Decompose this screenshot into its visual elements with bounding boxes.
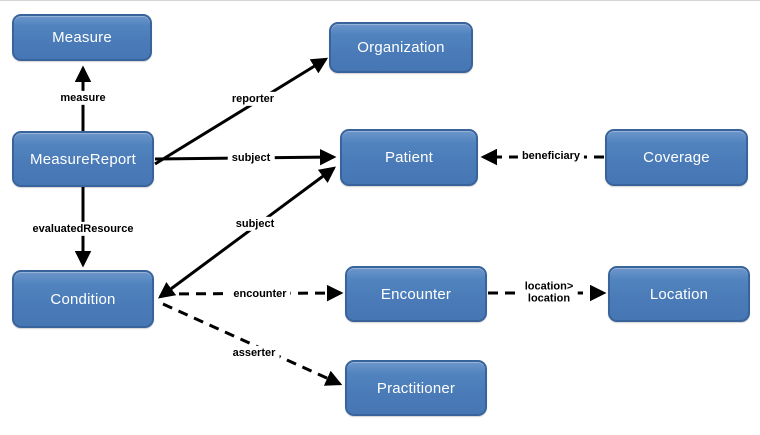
edge-asserter-arrow xyxy=(162,302,343,386)
edge-encounter-arrow xyxy=(161,284,344,302)
edge-reporter-arrow xyxy=(154,57,329,166)
edge-subject-diagonal-arrow xyxy=(158,166,336,299)
edge-subject-top-arrow xyxy=(154,148,337,166)
